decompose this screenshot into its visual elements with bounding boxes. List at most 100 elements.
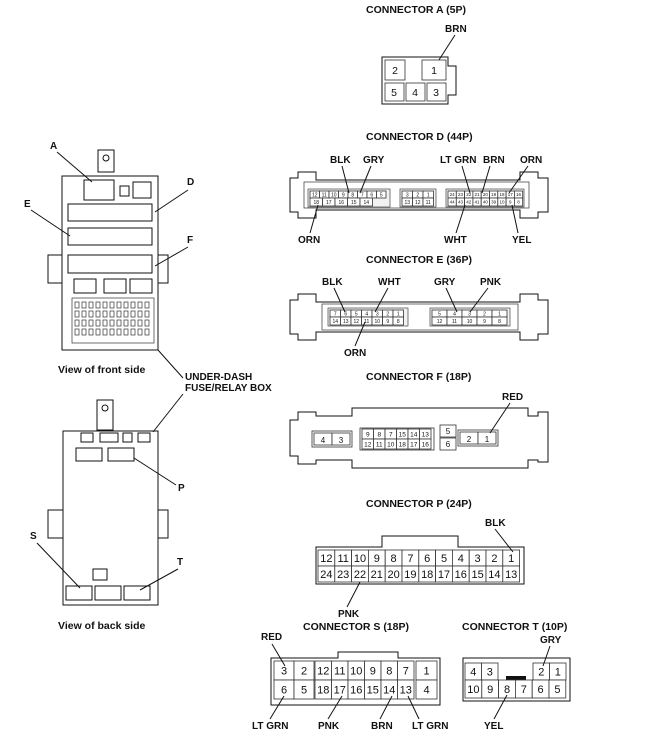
connector-d-pin: 8 <box>351 192 354 198</box>
fuse-slot <box>144 328 150 336</box>
connector-s-pin: 8 <box>386 665 392 677</box>
connector-d-pin: 18 <box>499 192 505 197</box>
fuse-slot <box>109 328 115 336</box>
connector-s-pin: 5 <box>301 684 307 696</box>
connector-p-title: CONNECTOR P (24P) <box>366 498 472 510</box>
connector-s-wire-lt-grn-right: LT GRN <box>412 721 448 732</box>
connector-s-pin: 18 <box>317 684 329 696</box>
fuse-slot <box>116 319 122 327</box>
connector-f-pin: 14 <box>410 431 418 438</box>
connector-s-pin: 3 <box>281 665 287 677</box>
connector-e-pin: 5 <box>438 311 441 317</box>
connector-d-wire-yel: YEL <box>512 235 531 246</box>
connector-e-pin: 14 <box>332 319 338 325</box>
connector-p-pin: 11 <box>337 553 348 565</box>
connector-d-pin: 16 <box>516 192 522 197</box>
connector-p-pin: 23 <box>337 569 349 581</box>
fuse-slot <box>130 301 136 309</box>
connector-e-wire-orn: ORN <box>344 348 366 359</box>
connector-e-pin: 9 <box>483 319 486 325</box>
connector-a-title: CONNECTOR A (5P) <box>366 4 466 16</box>
connector-f-pin: 16 <box>422 441 430 448</box>
connector-d-pin: 42 <box>466 200 472 205</box>
connector-e-wire-gry: GRY <box>434 277 456 288</box>
connector-e-pin: 4 <box>453 311 456 317</box>
caption-front-view: View of front side <box>58 364 145 376</box>
connector-a: CONNECTOR A (5P) BRN 2 1 5 4 3 <box>366 4 467 105</box>
fuse-slot <box>130 328 136 336</box>
connector-p-pin: 1 <box>508 553 514 565</box>
connector-d-pin: 11 <box>322 192 327 198</box>
connector-e-pin: 9 <box>386 319 389 325</box>
connector-e-title: CONNECTOR E (36P) <box>366 254 472 266</box>
connector-s-pin: 2 <box>301 665 307 677</box>
connector-e-pin: 1 <box>498 311 501 317</box>
connector-a-pin: 2 <box>392 65 398 77</box>
connector-t-wire-yel: YEL <box>484 721 503 732</box>
connector-d-pin: 18 <box>313 200 319 206</box>
connector-d-wire-orn-top: ORN <box>520 155 542 166</box>
connector-e-pin: 3 <box>468 311 471 317</box>
connector-s-cavity <box>293 679 315 700</box>
connector-d-pin: 44 <box>450 200 456 205</box>
fuse-slot <box>137 310 143 318</box>
connector-f-pin: 1 <box>485 435 490 444</box>
connector-d-pin: 24 <box>450 192 456 197</box>
fuse-slot <box>102 301 108 309</box>
connector-t-pin: 9 <box>487 684 493 696</box>
connector-d-pin: 19 <box>491 192 497 197</box>
connector-d-pin: 21 <box>475 192 481 197</box>
connector-d-wire-blk: BLK <box>330 155 351 166</box>
fuse-slot <box>123 319 129 327</box>
connector-e-pin: 1 <box>397 311 400 317</box>
connector-s-cavity <box>415 679 438 700</box>
fuse-box-label-line2: FUSE/RELAY BOX <box>185 383 272 394</box>
connector-p-pin: 24 <box>320 569 332 581</box>
fuse-slot <box>116 310 122 318</box>
connector-p-cavity <box>502 565 520 583</box>
connector-e-cavity <box>491 316 508 326</box>
connector-f-pin: 6 <box>446 440 451 449</box>
fuse-slot <box>95 310 101 318</box>
connector-d-wire-gry: GRY <box>363 155 385 166</box>
connector-p-pin: 20 <box>387 569 399 581</box>
fuse-slot <box>74 319 80 327</box>
connector-d-cavity <box>514 197 524 207</box>
connector-e-pin: 6 <box>344 311 347 317</box>
connector-p-pin: 3 <box>475 553 481 565</box>
callout-t: T <box>177 557 183 568</box>
connector-t-pin: 2 <box>538 666 544 678</box>
fuse-slot <box>123 328 129 336</box>
connector-p-pin: 2 <box>491 553 497 565</box>
connector-f-pin: 2 <box>467 435 472 444</box>
connector-f-pin: 5 <box>446 427 451 436</box>
connector-f-pin: 9 <box>366 431 370 438</box>
connector-t-wire-gry: GRY <box>540 635 562 646</box>
connector-d-pin: 1 <box>427 192 430 198</box>
connector-d-pin: 10 <box>331 192 337 198</box>
connector-f-pin: 4 <box>321 436 326 445</box>
connector-f-pin: 3 <box>339 436 344 445</box>
fuse-slot <box>74 310 80 318</box>
connector-d-pin: 17 <box>508 192 514 197</box>
fuse-slot <box>130 319 136 327</box>
connector-d-wire-wht: WHT <box>444 235 467 246</box>
connector-p-pin: 14 <box>488 569 500 581</box>
connector-d-pin: 6 <box>370 192 373 198</box>
connector-p-pin: 17 <box>438 569 450 581</box>
connector-d-pin: 39 <box>491 200 497 205</box>
connector-e-pin: 12 <box>353 319 359 325</box>
connector-p-pin: 4 <box>458 553 464 565</box>
connector-s-pin: 16 <box>350 684 362 696</box>
connector-t-pin: 8 <box>504 684 510 696</box>
fuse-slot <box>88 301 94 309</box>
connector-d-pin: 12 <box>312 192 318 198</box>
fuse-slot <box>144 301 150 309</box>
fuse-slot <box>74 301 80 309</box>
connector-f-pin: 18 <box>399 441 407 448</box>
connector-p-pin: 21 <box>371 569 383 581</box>
connector-d-pin: 3 <box>406 192 409 198</box>
connector-f-pin: 13 <box>422 431 430 438</box>
